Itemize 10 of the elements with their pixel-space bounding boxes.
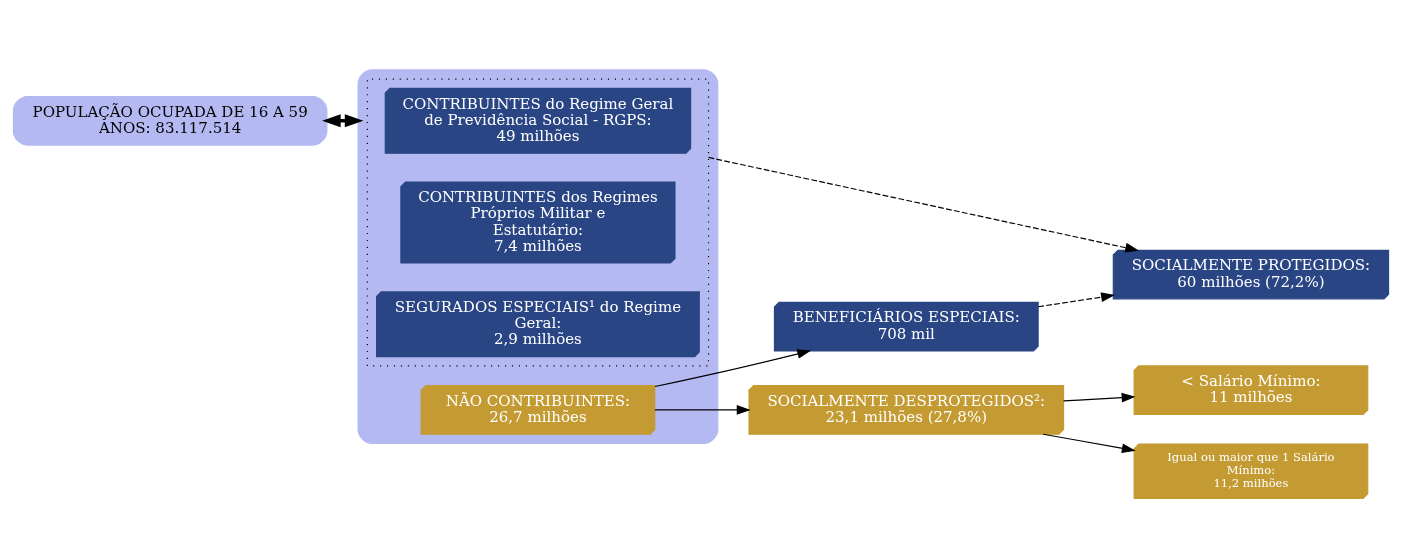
arrow: [322, 114, 364, 128]
arrow: [654, 349, 812, 388]
node-box: POPULAÇÃO OCUPADA DE 16 A 59 ANOS: 83.117.514: [12, 95, 328, 146]
arrow: [707, 156, 1140, 253]
cluster: [366, 78, 710, 367]
arrow: [1063, 392, 1136, 403]
arrow: [654, 405, 751, 415]
arrow: [1042, 433, 1136, 454]
cluster: [357, 69, 719, 444]
arrow: [1037, 292, 1115, 308]
